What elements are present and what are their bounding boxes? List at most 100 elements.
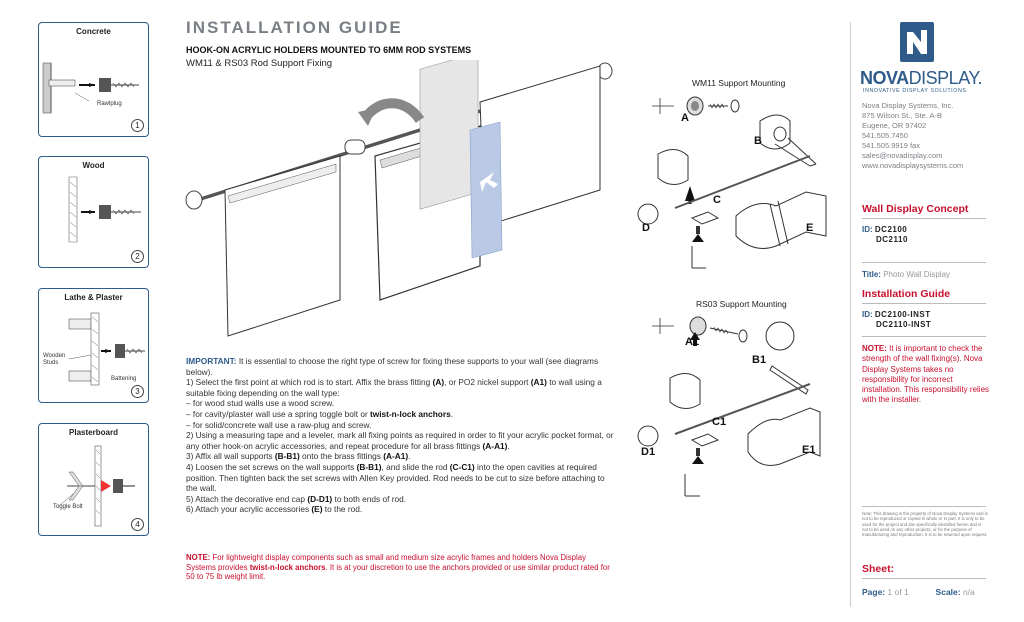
brand-tagline: INNOVATIVE DISPLAY SOLUTIONS xyxy=(863,88,967,94)
part-e1: E1 xyxy=(802,444,816,456)
step-3: 3) Affix all wall supports (B-B1) onto t… xyxy=(186,451,616,462)
contact-info: Nova Display Systems, Inc. 875 Wilson St… xyxy=(862,101,963,171)
step-3-text-b: onto the brass fittings xyxy=(299,451,384,462)
divider xyxy=(862,578,986,579)
scale-label: Scale: xyxy=(935,587,961,597)
rawlplug-label: Rawlplug xyxy=(97,101,122,107)
step-6-text: 6) Attach your acrylic accessories xyxy=(186,504,312,515)
wooden-studs-label: Wooden Studs xyxy=(43,353,65,367)
divider xyxy=(862,336,986,337)
brand-name: NOVADISPLAY. xyxy=(860,68,983,89)
step-5-end: to both ends of rod. xyxy=(332,493,407,504)
wood-fixing-diagram xyxy=(68,176,141,243)
installer-note: NOTE: It is important to check the stren… xyxy=(862,344,990,406)
step-1-ref-b: (A1) xyxy=(530,377,547,388)
brand-name-light: DISPLAY. xyxy=(908,68,983,88)
concrete-fixing-diagram xyxy=(42,62,139,114)
step-6: 6) Attach your acrylic accessories (E) t… xyxy=(186,504,616,515)
footnote-text-b: . It is at your discretion to use the an… xyxy=(186,562,610,582)
step-4: 4) Loosen the set screws on the wall sup… xyxy=(186,462,616,494)
brand-name-bold: NOVA xyxy=(860,68,909,88)
concept-title-value: Photo Wall Display xyxy=(880,270,951,279)
concept-id-2: DC2110 xyxy=(876,235,908,244)
guide-heading: Installation Guide xyxy=(862,288,951,300)
step-5-ref: (D-D1) xyxy=(307,493,333,504)
wall-type-plasterboard: Plasterboard Toggle Bolt 4 xyxy=(38,423,149,536)
rs03-mount-label: RS03 Support Mounting xyxy=(696,299,787,309)
fax: 541.505.9919 fax xyxy=(862,141,920,150)
plasterboard-fixing-diagram xyxy=(58,445,135,527)
wall-type-wood: Wood 2 xyxy=(38,156,149,268)
guide-id-1: DC2100-INST xyxy=(874,310,931,319)
wall-type-title: Lathe & Plaster xyxy=(64,293,123,302)
studs-label: Studs xyxy=(43,360,59,366)
concept-heading: Wall Display Concept xyxy=(862,203,969,215)
step-5: 5) Attach the decorative end cap (D-D1) … xyxy=(186,494,616,505)
concept-ids: ID: DC2100 DC2110 xyxy=(862,225,908,245)
right-column-divider xyxy=(850,22,851,607)
street-address: 875 Wilson St., Ste. A-B xyxy=(862,111,943,120)
important-label: IMPORTANT: xyxy=(186,356,237,366)
footnote-label: NOTE: xyxy=(186,553,211,562)
bullet-wood: – for wood stud walls use a wood screw. xyxy=(186,398,335,409)
wm11-exploded-diagram xyxy=(637,96,827,269)
part-c: C xyxy=(713,194,721,206)
wall-type-number: 3 xyxy=(131,385,144,398)
step-4-ref-b: (C-C1) xyxy=(449,461,475,472)
sheet-info: Page: 1 of 1 Scale: n/a xyxy=(862,587,975,597)
divider xyxy=(862,506,986,507)
page-title: INSTALLATION GUIDE xyxy=(186,18,403,37)
wall-type-title: Wood xyxy=(82,161,105,170)
step-5-text: 5) Attach the decorative end cap xyxy=(186,493,308,504)
step-1-text-b: , or PO2 nickel support xyxy=(444,377,531,388)
concept-id-1: DC2100 xyxy=(874,225,908,234)
wall-type-concrete: Concrete Rawlplug 1 xyxy=(38,22,149,137)
email-link[interactable]: sales@novadisplay.com xyxy=(862,151,943,160)
bullet-cavity-text: – for cavity/plaster wall use a spring t… xyxy=(186,408,371,419)
wall-type-number: 2 xyxy=(131,250,144,263)
page-label: Page: xyxy=(862,587,886,597)
important-text: It is essential to choose the right type… xyxy=(186,356,599,377)
guide-id-label: ID: xyxy=(862,310,873,319)
part-a: A xyxy=(681,112,689,124)
step-4-text: 4) Loosen the set screws on the wall sup… xyxy=(186,461,357,472)
divider xyxy=(862,262,986,263)
installer-note-text: It is important to check the strength of… xyxy=(862,344,990,405)
toggle-bolt-label: Toggle Bolt xyxy=(53,504,83,510)
concept-title-label: Title: xyxy=(862,270,881,279)
page-value: 1 of 1 xyxy=(885,587,909,597)
step-4-text-b: , and slide the rod xyxy=(381,461,450,472)
part-c1: C1 xyxy=(712,416,727,428)
rod-system-illustration xyxy=(185,60,613,337)
concept-id-label: ID: xyxy=(862,225,873,234)
wall-type-lathe-plaster: Lathe & Plaster Wooden Studs Battening 3 xyxy=(38,288,149,403)
part-e: E xyxy=(806,222,814,234)
website-link[interactable]: www.novadisplaysystems.com xyxy=(862,161,964,170)
bullet-concrete: – for solid/concrete wall use a raw-plug… xyxy=(186,419,372,430)
step-1-ref: (A) xyxy=(432,377,445,388)
step-4-text-c: into the open cavities at required posit… xyxy=(186,461,605,494)
step-2-ref: (A-A1) xyxy=(482,440,508,451)
part-d1: D1 xyxy=(641,446,656,458)
footnote-text: For lightweight display components such … xyxy=(186,553,586,572)
step-1: 1) Select the first point at which rod i… xyxy=(186,377,616,398)
part-b: B xyxy=(754,135,762,147)
step-4-ref: (B-B1) xyxy=(356,461,382,472)
divider xyxy=(862,303,986,304)
page-subtitle: HOOK-ON ACRYLIC HOLDERS MOUNTED TO 6MM R… xyxy=(186,45,472,55)
legal-notice: Note: This drawing is the property of No… xyxy=(862,511,988,538)
step-3-end: . xyxy=(408,451,411,462)
bullet-cavity-end: . xyxy=(450,408,454,419)
phone: 541.505.7450 xyxy=(862,131,908,140)
wall-type-title: Concrete xyxy=(76,27,111,36)
step-3-ref: (B-B1) xyxy=(274,451,300,462)
step-2-end: . xyxy=(507,440,510,451)
step-6-end: to the rod. xyxy=(322,504,363,515)
part-d: D xyxy=(642,222,650,234)
step-1-text: 1) Select the first point at which rod i… xyxy=(186,377,433,388)
concept-title: Title: Photo Wall Display xyxy=(862,270,950,279)
bullet-cavity-bold: twist-n-lock anchors xyxy=(370,408,451,419)
guide-ids: ID: DC2100-INST DC2110-INST xyxy=(862,310,931,330)
rs03-exploded-diagram xyxy=(637,316,821,497)
sheet-heading: Sheet: xyxy=(862,563,895,575)
